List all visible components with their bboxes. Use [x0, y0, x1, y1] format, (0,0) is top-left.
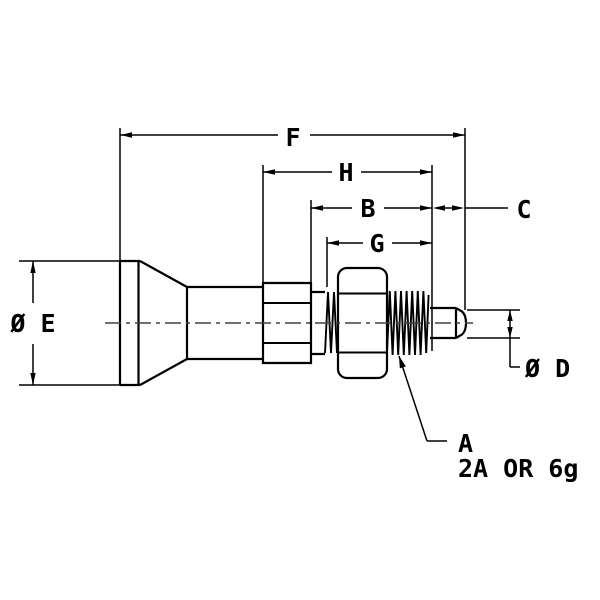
dimension-dia-E: Ø E [9, 260, 120, 386]
dim-E-arrow-bottom [30, 373, 36, 385]
part-outline [105, 259, 473, 387]
shank-lines [311, 290, 325, 356]
shank-cylinder [311, 290, 325, 356]
dimension-H: H [262, 158, 433, 351]
thread-crests-left [324, 291, 338, 354]
callout-A-leader [398, 355, 447, 442]
callout-A-thread: A 2A OR 6g [398, 355, 578, 483]
dim-D-extension-lines [467, 309, 520, 339]
dim-label-B: B [360, 194, 375, 223]
dim-label-dia-E: Ø E [9, 309, 55, 338]
dim-label-H: H [338, 158, 353, 187]
dim-label-F: F [285, 123, 300, 152]
dim-G-arrow-left [327, 240, 339, 246]
dim-F-arrow-right [453, 132, 465, 138]
dimension-B: B [310, 194, 432, 283]
callout-thread-spec: 2A OR 6g [458, 454, 578, 483]
dim-B-arrow-left [311, 205, 323, 211]
dim-C-arrow-left [433, 205, 445, 211]
hex-body [261, 281, 313, 365]
knob-outline [118, 259, 188, 387]
dim-label-C: C [516, 195, 531, 224]
dim-label-dia-D: Ø D [524, 354, 570, 383]
dim-label-G: G [369, 229, 384, 258]
dim-B-arrow-right [420, 205, 432, 211]
callout-A-arrowhead [399, 356, 406, 369]
dim-H-arrow-right [420, 169, 432, 175]
dim-E-arrow-top [30, 261, 36, 273]
dimension-G: G [326, 229, 432, 287]
dim-D-arrow-bottom [507, 327, 513, 338]
knob-top-bottom-edges [120, 259, 140, 387]
dim-H-arrow-left [263, 169, 275, 175]
dimension-C: C [433, 195, 532, 224]
dim-F-extension-lines [119, 128, 466, 310]
dim-G-arrow-right [420, 240, 432, 246]
dim-D-arrow-top [507, 310, 513, 321]
knob-cone-taper [139, 260, 188, 386]
hex-flat-lines [263, 302, 311, 344]
callout-label-A: A [458, 429, 473, 458]
dim-F-arrow-left [120, 132, 132, 138]
dim-H-extension-lines [262, 165, 433, 351]
dimension-F: F [119, 123, 466, 310]
dimension-dia-D: Ø D [467, 309, 570, 383]
nut-flat-lines [338, 292, 387, 354]
hex-outline [261, 281, 313, 365]
dim-E-extension-lines [19, 260, 120, 386]
dim-C-arrow-right [452, 205, 464, 211]
